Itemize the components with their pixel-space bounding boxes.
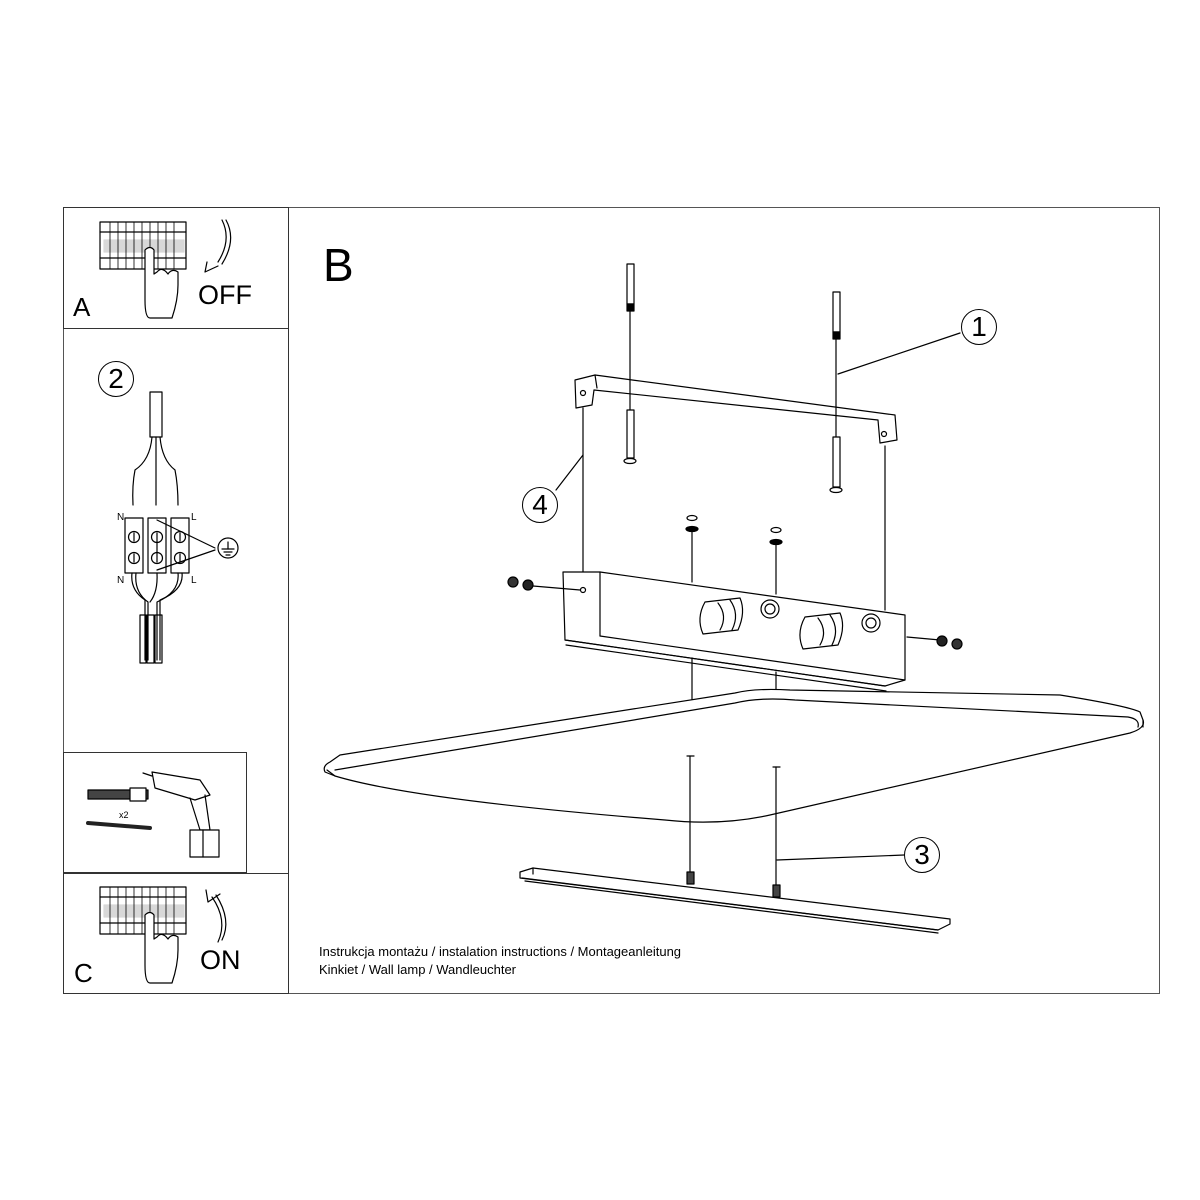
terminal-label-l-bottom: L bbox=[191, 575, 197, 586]
mounting-bracket bbox=[574, 374, 898, 444]
callout-3: 3 bbox=[904, 837, 940, 873]
callout-1: 1 bbox=[961, 309, 997, 345]
breaker-off-icon bbox=[99, 221, 187, 319]
lamp-plate bbox=[323, 688, 1145, 823]
lamp-bar bbox=[519, 867, 951, 934]
left-column-divider bbox=[288, 207, 290, 994]
washers bbox=[685, 514, 783, 595]
screw-icon bbox=[86, 821, 152, 830]
lamp-body bbox=[562, 571, 906, 692]
panel-a-letter: A bbox=[73, 292, 91, 322]
panel-c-action-label: ON bbox=[200, 945, 241, 975]
breaker-on-icon bbox=[99, 886, 187, 984]
callout-3-number: 3 bbox=[914, 839, 930, 870]
section-b-label: B bbox=[323, 239, 354, 291]
arrow-down-icon bbox=[204, 219, 232, 273]
wall-plug-icon bbox=[87, 787, 149, 802]
callout-1-leader bbox=[837, 332, 961, 375]
callout-2-number: 2 bbox=[108, 363, 124, 394]
panel-a-action-label: OFF bbox=[198, 280, 252, 310]
caption-line-1: Instrukcja montażu / instalation instruc… bbox=[319, 944, 682, 959]
drill-icon bbox=[142, 771, 220, 858]
arrow-up-icon bbox=[205, 889, 227, 943]
panel-c-letter: C bbox=[74, 958, 93, 988]
caption-line-2: Kinkiet / Wall lamp / Wandleuchter bbox=[319, 962, 516, 977]
wall-anchor-screws bbox=[623, 263, 843, 494]
terminal-label-n-top: N bbox=[117, 512, 125, 523]
callout-1-number: 1 bbox=[971, 311, 987, 342]
wiring-terminal-block bbox=[124, 391, 239, 664]
panel-a-power-off bbox=[63, 207, 289, 329]
callout-4-leader bbox=[555, 454, 584, 491]
terminal-label-n-bottom: N bbox=[117, 575, 125, 586]
callout-4-number: 4 bbox=[532, 489, 548, 520]
quantity-label: x2 bbox=[119, 810, 129, 820]
side-screws bbox=[507, 576, 963, 650]
diagram-frame bbox=[63, 207, 1160, 994]
callout-4: 4 bbox=[522, 487, 558, 523]
terminal-label-l-top: L bbox=[191, 512, 197, 523]
callout-2: 2 bbox=[98, 361, 134, 397]
caption: Instrukcja montażu / instalation instruc… bbox=[319, 943, 681, 979]
callout-3-leader bbox=[776, 854, 905, 861]
